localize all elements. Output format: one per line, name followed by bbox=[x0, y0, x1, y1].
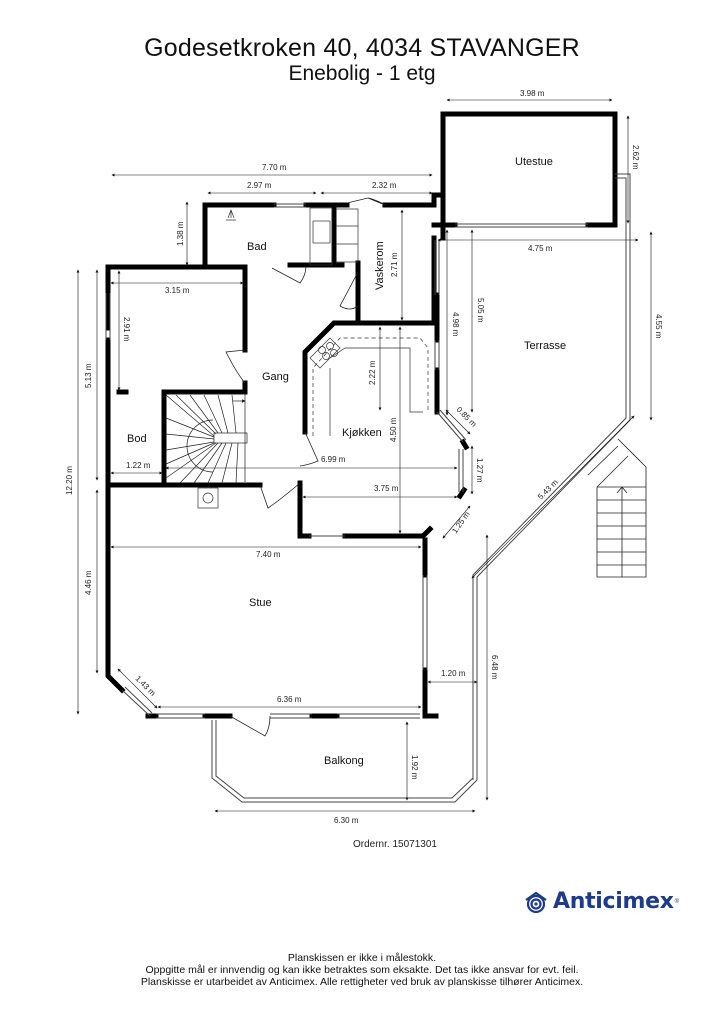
dim-bad-width: 2.97 m bbox=[247, 181, 272, 190]
anticimex-logo: Anticimex ® bbox=[523, 889, 679, 914]
dim-kjokken-width-a: 6.99 m bbox=[321, 455, 346, 464]
room-gang: Gang bbox=[262, 371, 289, 383]
dimension-lines bbox=[76, 98, 653, 813]
dim-bad-depth: 1.38 m bbox=[176, 221, 185, 246]
room-bod: Bod bbox=[127, 433, 147, 445]
dim-stue-width: 7.40 m bbox=[256, 550, 281, 559]
dim-side-gap: 1.20 m bbox=[441, 669, 466, 678]
dim-terrasse-left-a: 5.05 m bbox=[476, 298, 485, 323]
room-vaskerom: Vaskerom bbox=[374, 241, 386, 290]
room-terrasse: Terrasse bbox=[524, 340, 566, 352]
anticimex-logo-icon bbox=[525, 891, 547, 913]
dim-vaskerom-depth: 2.71 m bbox=[390, 252, 399, 277]
dim-terrasse-top: 4.75 m bbox=[528, 244, 553, 253]
dim-terrasse-left-b: 4.98 m bbox=[451, 312, 460, 337]
dim-utestue-width: 3.98 m bbox=[520, 89, 545, 98]
windows bbox=[105, 203, 588, 719]
dim-utestue-depth: 2.62 m bbox=[631, 145, 640, 170]
dim-kjokken-depth-a: 2.22 m bbox=[368, 360, 377, 385]
walls bbox=[105, 111, 618, 719]
room-bad: Bad bbox=[247, 241, 267, 253]
page-subtitle: Enebolig - 1 etg bbox=[288, 62, 436, 85]
dim-kjokken-depth-b: 4.50 m bbox=[389, 417, 398, 442]
dim-stue-bottom: 6.36 m bbox=[277, 695, 302, 704]
dim-bay-diag-top: 0.85 m bbox=[455, 405, 479, 429]
dim-upper-left: 5.13 m bbox=[84, 363, 93, 388]
dim-terrasse-right: 4.55 m bbox=[654, 314, 663, 339]
dim-room-depth: 2.91 m bbox=[122, 317, 131, 342]
dim-balkong-width: 6.30 m bbox=[334, 816, 359, 825]
dim-room-width: 3.15 m bbox=[165, 286, 190, 295]
room-kjokken: Kjøkken bbox=[342, 427, 382, 439]
room-utestue: Utestue bbox=[515, 156, 553, 168]
dim-vaskerom-width: 2.32 m bbox=[372, 181, 397, 190]
dim-bod-width: 1.22 m bbox=[126, 461, 151, 470]
outside-stairs bbox=[587, 438, 647, 578]
page-title: Godesetkroken 40, 4034 STAVANGER bbox=[144, 34, 580, 62]
dim-kjokken-width-b: 3.75 m bbox=[374, 484, 399, 493]
terrasse-railing bbox=[211, 173, 631, 803]
doors bbox=[225, 197, 386, 737]
dim-lower-left: 4.46 m bbox=[84, 570, 93, 595]
dim-bay-diag-bottom: 1.25 m bbox=[450, 510, 472, 535]
dim-bay-vertical: 1.27 m bbox=[475, 458, 484, 483]
room-balkong: Balkong bbox=[324, 755, 364, 767]
dim-right-lower: 6.48 m bbox=[490, 655, 499, 680]
dim-stue-diag: 1.43 m bbox=[134, 674, 158, 698]
dim-overall-left: 12.20 m bbox=[65, 466, 74, 495]
room-stue: Stue bbox=[249, 597, 272, 609]
order-number: Ordernr. 15071301 bbox=[353, 839, 437, 850]
interior-stairs bbox=[165, 393, 248, 484]
disclaimer-line-1: Planskissen er ikke i målestokk. bbox=[287, 952, 437, 964]
disclaimer-line-2: Oppgitte mål er innvendig og kan ikke be… bbox=[145, 964, 579, 976]
dim-overall-top: 7.70 m bbox=[262, 163, 287, 172]
brand-name: Anticimex bbox=[553, 889, 674, 914]
dim-balkong-depth: 1.92 m bbox=[410, 755, 419, 780]
disclaimer-line-3: Planskisse er utarbeidet av Anticimex. A… bbox=[140, 976, 584, 988]
registered-mark: ® bbox=[674, 898, 680, 905]
